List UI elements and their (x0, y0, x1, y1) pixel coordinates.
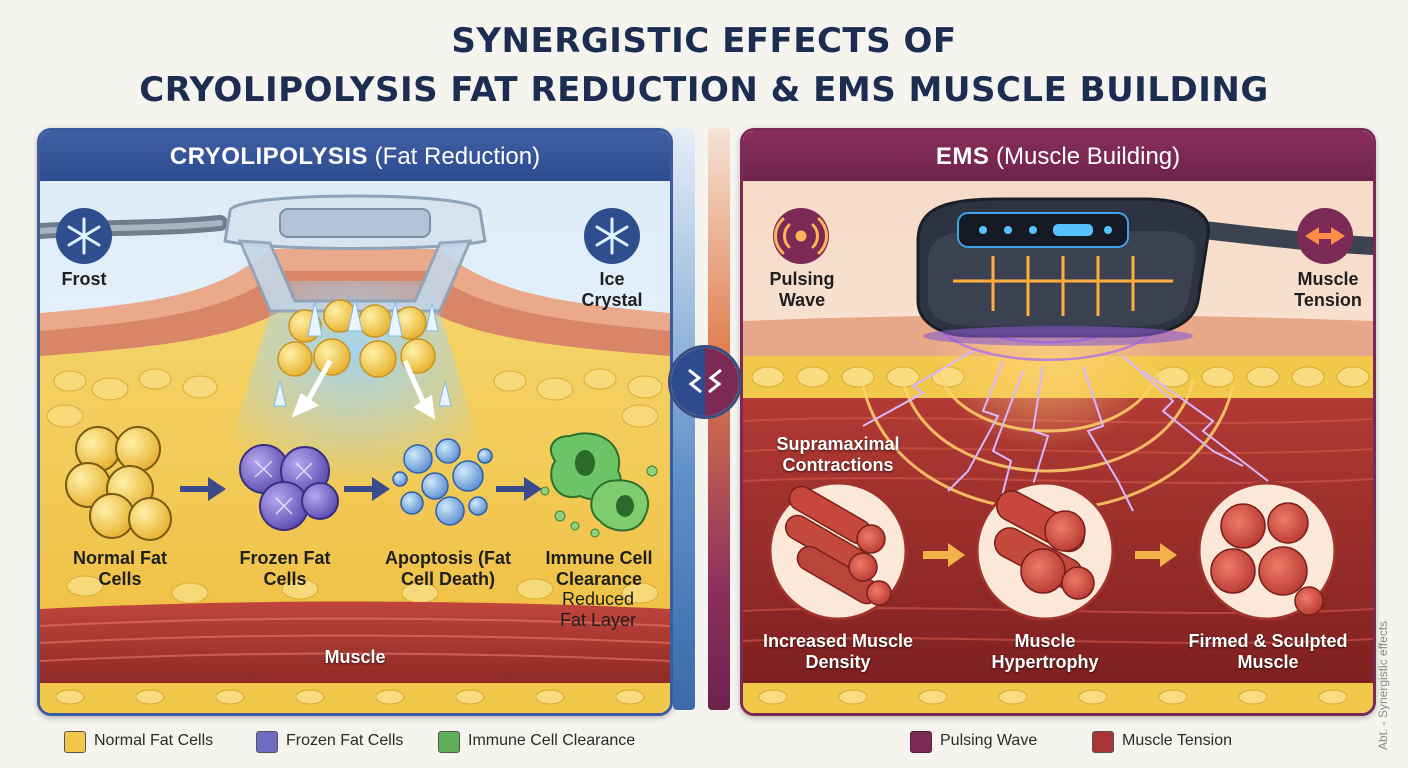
cryolipolysis-panel: CRYOLIPOLYSIS (Fat Reduction) Frost Ice … (37, 128, 673, 716)
reduced-fat-layer-label: Reduced Fat Layer (559, 589, 637, 630)
footer-note: Abt. - Synergistic effects (1376, 620, 1390, 750)
ems-heading-rest: (Muscle Building) (989, 143, 1181, 170)
frozen-fat-cells-label: Frozen Fat Cells (239, 548, 331, 589)
ems-heading-bold: EMS (935, 143, 990, 170)
legend-swatch (64, 731, 86, 753)
normal-fat-cells-label: Normal Fat Cells (72, 548, 168, 589)
divider-bar-right (708, 128, 730, 710)
ice-crystal-label: Ice Crystal (581, 269, 643, 310)
legend-label: Pulsing Wave (940, 732, 1038, 749)
legend-swatch (256, 731, 278, 753)
synergy-icon (688, 368, 722, 394)
muscle-label: Muscle (324, 647, 386, 667)
legend-swatch (438, 731, 460, 753)
legend-label: Normal Fat Cells (94, 732, 214, 749)
ems-heading: EMS (Muscle Building) (743, 131, 1373, 181)
divider-bar-left (673, 128, 695, 710)
frost-label: Frost (61, 269, 107, 289)
snowflake-icon (67, 217, 101, 255)
legend-label: Frozen Fat Cells (286, 732, 404, 749)
increased-muscle-density-label: Increased Muscle Density (762, 631, 914, 672)
title-line-2: CRYOLIPOLYSIS FAT REDUCTION & EMS MUSCLE… (139, 70, 1269, 110)
pulsing-wave-icon (910, 731, 932, 753)
snowflake-icon (595, 217, 629, 255)
cryolipolysis-illustration (40, 131, 670, 713)
legend-label: Immune Cell Clearance (468, 732, 636, 749)
legend-right: Pulsing Wave Muscle Tension (910, 730, 1310, 754)
legend-left: Normal Fat Cells Frozen Fat Cells Immune… (64, 730, 684, 754)
ems-panel: EMS (Muscle Building) Pulsing Wave Muscl… (740, 128, 1376, 716)
synergy-badge (668, 345, 742, 419)
pulsing-wave-label: Pulsing Wave (769, 269, 835, 310)
cryolipolysis-heading-bold: CRYOLIPOLYSIS (169, 143, 369, 170)
main-title: SYNERGISTIC EFFECTS OF CRYOLIPOLYSIS FAT… (0, 22, 1408, 110)
ems-illustration (743, 131, 1373, 713)
apoptosis-label: Apoptosis (Fat Cell Death) (385, 548, 511, 589)
legend-label: Muscle Tension (1122, 732, 1232, 749)
supramaximal-contractions-label: Supramaximal Contractions (776, 434, 900, 475)
muscle-tension-icon (1305, 227, 1345, 245)
firmed-sculpted-muscle-label: Firmed & Sculpted Muscle (1188, 631, 1348, 672)
pulsing-wave-icon (774, 217, 828, 255)
muscle-tension-label: Muscle Tension (1294, 269, 1362, 310)
cryolipolysis-heading: CRYOLIPOLYSIS (Fat Reduction) (40, 131, 670, 181)
title-line-1: SYNERGISTIC EFFECTS OF (451, 21, 957, 61)
immune-cell-clearance-label: Immune Cell Clearance (545, 548, 653, 589)
muscle-hypertrophy-label: Muscle Hypertrophy (991, 631, 1099, 672)
cryolipolysis-heading-rest: (Fat Reduction) (368, 143, 541, 170)
legend-swatch (1092, 731, 1114, 753)
